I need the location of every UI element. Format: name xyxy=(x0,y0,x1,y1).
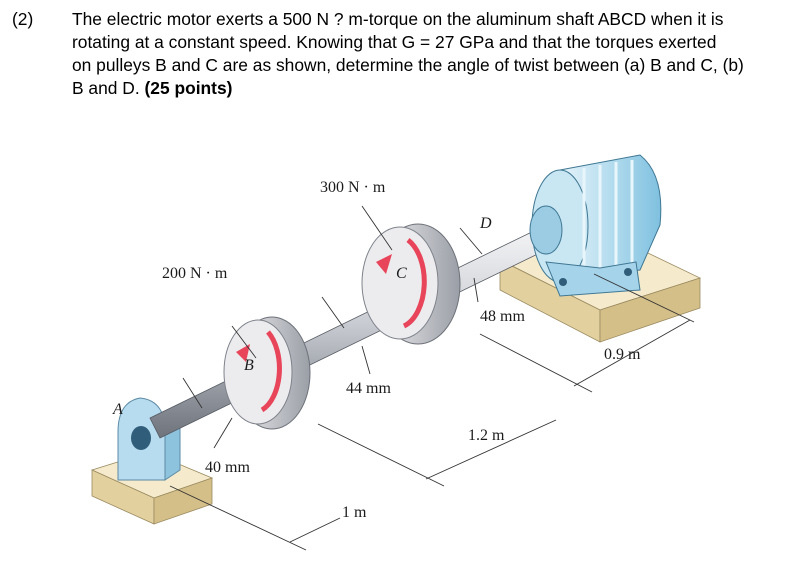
shaft-abcd xyxy=(149,227,551,439)
electric-motor xyxy=(529,154,662,297)
torque-b-label: 200 N · m xyxy=(162,265,228,282)
pulley-c xyxy=(361,223,461,345)
pulley-b xyxy=(223,316,311,430)
diameter-ab-label: 40 mm xyxy=(205,459,250,476)
label-a: A xyxy=(112,401,123,418)
problem-line-3: on pulleys B and C are as shown, determi… xyxy=(72,55,744,75)
diameter-bc-label: 44 mm xyxy=(346,380,391,397)
length-ab-label: 1 m xyxy=(342,504,367,521)
dimension-lines xyxy=(169,205,695,551)
problem-points: (25 points) xyxy=(144,78,233,98)
problem-line-2: rotating at a constant speed. Knowing th… xyxy=(72,32,717,52)
problem-line-4: B and D. xyxy=(72,78,140,98)
diameter-cd-label: 48 mm xyxy=(480,308,525,325)
torque-c-label: 300 N · m xyxy=(320,179,386,196)
problem-line-1: The electric motor exerts a 500 N ? m-to… xyxy=(72,9,724,29)
label-c: C xyxy=(396,265,407,282)
length-bc-label: 1.2 m xyxy=(468,427,505,444)
label-b: B xyxy=(244,357,254,374)
label-d: D xyxy=(479,215,492,232)
problem-number: (2) xyxy=(12,9,34,29)
length-cd-label: 0.9 m xyxy=(604,346,641,363)
problem-statement: (2) The electric motor exerts a 500 N ? m… xyxy=(12,8,792,100)
